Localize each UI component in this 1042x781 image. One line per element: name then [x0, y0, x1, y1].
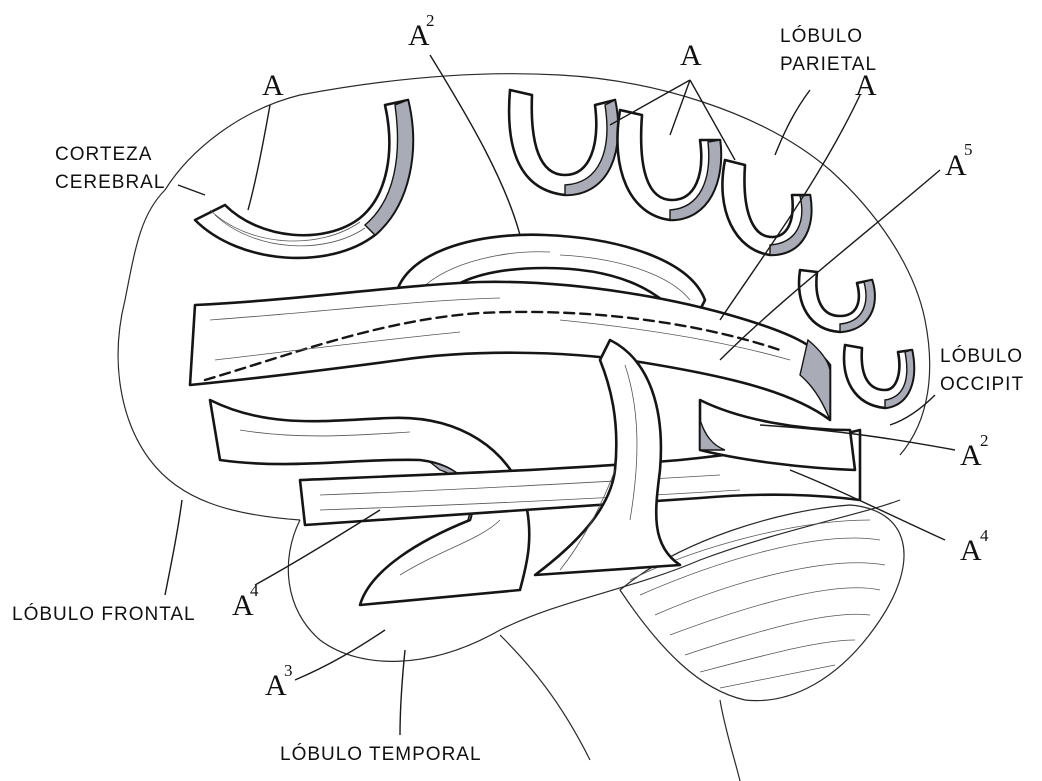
svg-text:A: A: [855, 69, 877, 102]
svg-text:4: 4: [250, 581, 259, 600]
marker-a4-right: A 4: [960, 526, 989, 567]
leader-lines: [165, 55, 955, 735]
u-fiber-left: [195, 100, 413, 258]
label-parietal-line1: LÓBULO: [780, 25, 863, 47]
label-corteza-line2: CEREBRAL: [55, 172, 165, 193]
marker-a2-top: A 2: [408, 11, 435, 52]
label-frontal: LÓBULO FRONTAL: [12, 603, 196, 625]
svg-text:5: 5: [964, 140, 973, 159]
svg-text:4: 4: [980, 526, 989, 545]
svg-text:A: A: [960, 534, 982, 567]
svg-text:2: 2: [426, 11, 435, 30]
label-occipital-line1: LÓBULO: [940, 345, 1023, 367]
svg-text:3: 3: [284, 661, 293, 680]
marker-a2-right: A 2: [960, 431, 989, 472]
label-occipital-line2: OCCIPIT: [940, 374, 1024, 395]
marker-a-left: A: [262, 69, 284, 102]
u-fiber-parietal-2: [617, 110, 720, 220]
cerebellum: [620, 505, 904, 701]
superior-longitudinal-fasciculus: [190, 282, 830, 420]
svg-text:A: A: [960, 439, 982, 472]
svg-text:2: 2: [980, 431, 989, 450]
marker-a-top: A: [680, 39, 702, 72]
u-fiber-occipital-2: [844, 345, 914, 408]
label-corteza-line1: CORTEZA: [55, 144, 152, 165]
vertical-occipital-bundle: [535, 340, 680, 575]
u-fiber-parietal-1: [509, 90, 618, 195]
brainstem-outline: [500, 635, 740, 781]
u-fiber-parietal-3: [722, 160, 811, 255]
marker-a4-left: A 4: [232, 581, 259, 622]
marker-a3: A 3: [265, 661, 293, 702]
marker-a-parietal: A: [855, 69, 877, 102]
svg-text:A: A: [262, 69, 284, 102]
svg-text:A: A: [680, 39, 702, 72]
label-temporal: LÓBULO TEMPORAL: [280, 743, 482, 765]
marker-a5: A 5: [945, 140, 973, 182]
